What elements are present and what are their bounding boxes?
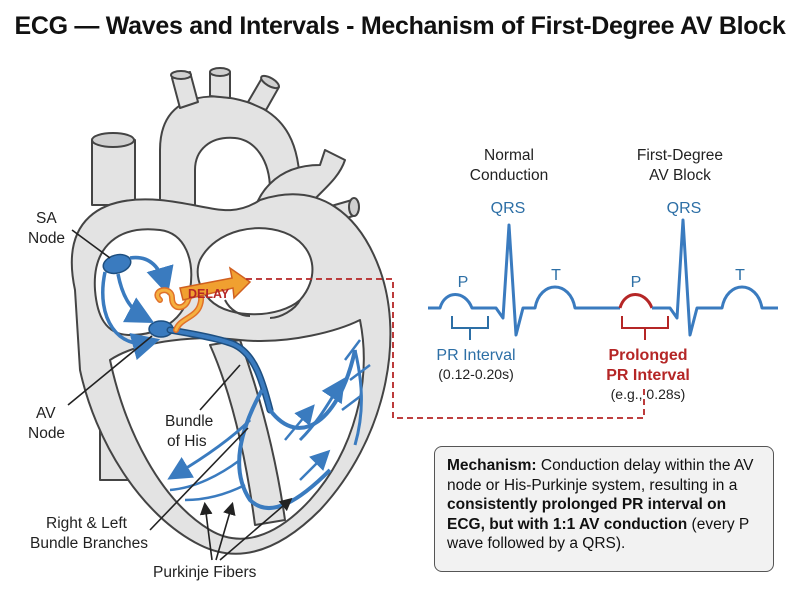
mechanism-text-2: (every P wave followed by a QRS). — [447, 515, 749, 553]
bundle-his-pointer — [199, 364, 241, 411]
p-label-normal: P — [458, 274, 469, 291]
bundle-his-label-2: of His — [167, 433, 207, 450]
purkinje-pointer-1 — [199, 501, 213, 561]
normal-heading-2: Conduction — [470, 167, 548, 184]
t-label-block: T — [735, 267, 745, 284]
ecg-trace-block-2 — [652, 218, 778, 337]
bundle-his-label-1: Bundle — [165, 413, 213, 430]
ecg-section: Normal Conduction First-Degree AV Block … — [428, 147, 778, 402]
purkinje-pointer-3 — [219, 497, 293, 561]
mechanism-text-1: Conduction delay within the AV node or H… — [447, 457, 754, 494]
t-label-normal: T — [551, 267, 561, 284]
normal-heading-1: Normal — [484, 147, 534, 164]
heart-illustration — [70, 67, 392, 555]
prolonged-label-2: PR Interval — [606, 367, 690, 384]
purkinje-label: Purkinje Fibers — [153, 564, 257, 581]
ecg-p-wave-prolonged — [618, 293, 654, 309]
sa-node-pointer — [71, 229, 111, 259]
bundle-branches-label-1: Right & Left — [46, 515, 128, 532]
sa-node — [102, 253, 132, 275]
sa-node-label-2: Node — [28, 230, 65, 247]
bundle-branches-pointer — [149, 427, 249, 531]
pr-bracket-prolonged — [621, 316, 669, 340]
block-heading-1: First-Degree — [637, 147, 723, 164]
av-node-label-2: Node — [28, 425, 65, 442]
delay-connector — [246, 278, 645, 419]
prolonged-example: (e.g., 0.28s) — [611, 386, 686, 402]
pr-interval-label: PR Interval — [436, 347, 515, 364]
av-node-label-1: AV — [36, 405, 56, 422]
page-title: ECG — Waves and Intervals - Mechanism of… — [14, 12, 786, 40]
sa-node-label-1: SA — [36, 210, 57, 227]
septum — [209, 339, 286, 526]
qrs-label-normal: QRS — [491, 200, 526, 217]
superior-vena-cava — [91, 139, 136, 206]
mechanism-label: Mechanism: — [447, 457, 537, 474]
block-heading-2: AV Block — [649, 167, 711, 184]
purkinje-pointer-2 — [215, 501, 236, 561]
mechanism-box: Mechanism: Conduction delay within the A… — [434, 446, 774, 572]
p-label-block: P — [631, 274, 642, 291]
delay-arrow — [179, 266, 252, 301]
left-atrium — [196, 227, 314, 316]
ecg-trace-normal — [428, 223, 606, 337]
conduction-pathway: DELAY — [101, 253, 371, 511]
qrs-label-block: QRS — [667, 200, 702, 217]
left-bundle-branch — [268, 349, 357, 430]
mechanism-bold-text: consistently prolonged PR interval on EC… — [447, 496, 727, 533]
pr-bracket-normal — [451, 316, 489, 340]
delay-label: DELAY — [188, 287, 230, 301]
prolonged-label-1: Prolonged — [608, 347, 687, 364]
av-node-pointer — [67, 335, 153, 406]
bundle-branches-label-2: Bundle Branches — [30, 535, 148, 552]
pr-range-label: (0.12-0.20s) — [438, 366, 513, 382]
